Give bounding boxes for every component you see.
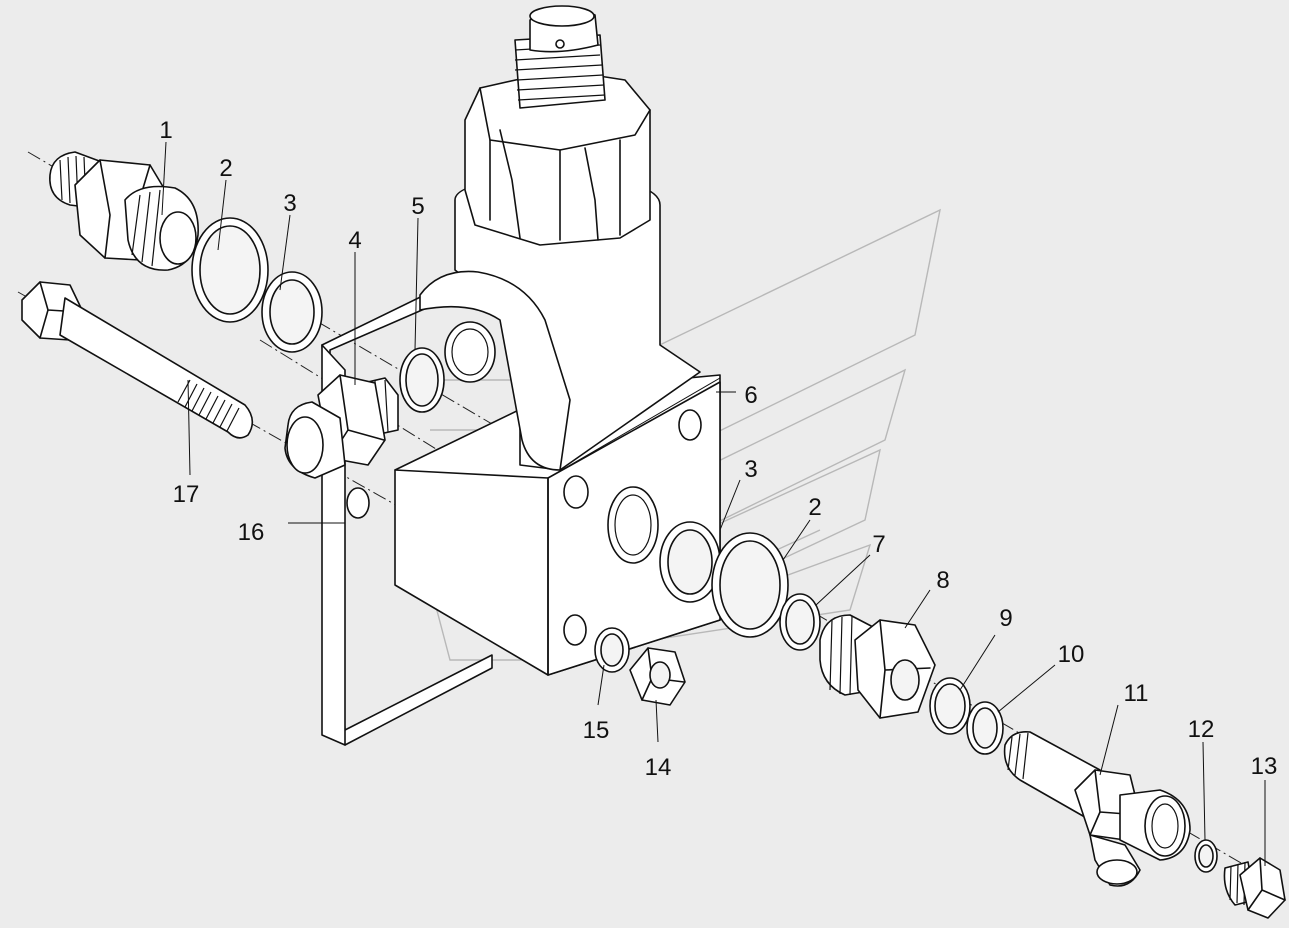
fitting-4 [284,374,399,479]
washer-2-upper [191,217,269,323]
o-ring-7 [779,593,821,651]
callout-10: 10 [1058,641,1085,668]
leader-lines [161,141,1266,866]
callout-6: 6 [744,382,757,409]
callout-7: 7 [872,531,885,558]
callout-3-lower: 3 [744,456,757,483]
ring-10 [966,701,1004,755]
tee-fitting-11 [1003,730,1191,887]
callout-5: 5 [411,193,424,220]
callout-labels: 1 2 3 4 5 6 3 2 7 8 9 10 11 12 13 14 15 … [159,117,1277,781]
seal-ring-3-upper [261,271,323,353]
o-ring-9 [929,677,971,735]
callout-1: 1 [159,117,172,144]
callout-4: 4 [348,227,361,254]
fitting-1 [49,151,199,271]
callout-11: 11 [1124,680,1149,707]
callout-3-upper: 3 [283,190,296,217]
callout-13: 13 [1251,753,1278,780]
callout-2-upper: 2 [219,155,232,182]
callout-14: 14 [645,754,672,781]
callout-16: 16 [238,519,265,546]
callout-9: 9 [999,605,1012,632]
nut-14 [629,647,686,706]
valve-body [394,5,721,676]
callout-2-lower: 2 [808,494,821,521]
plug-13 [1223,857,1286,919]
seal-ring-3-lower [659,521,721,603]
plug-8 [819,614,936,719]
washer-2-lower [711,532,789,638]
callout-15: 15 [583,717,610,744]
callout-17: 17 [173,481,200,508]
callout-12: 12 [1188,716,1215,743]
o-ring-5 [399,347,445,413]
washer-15 [594,627,630,673]
callout-8: 8 [936,567,949,594]
o-ring-12 [1194,839,1218,873]
bolt-17 [21,281,254,439]
